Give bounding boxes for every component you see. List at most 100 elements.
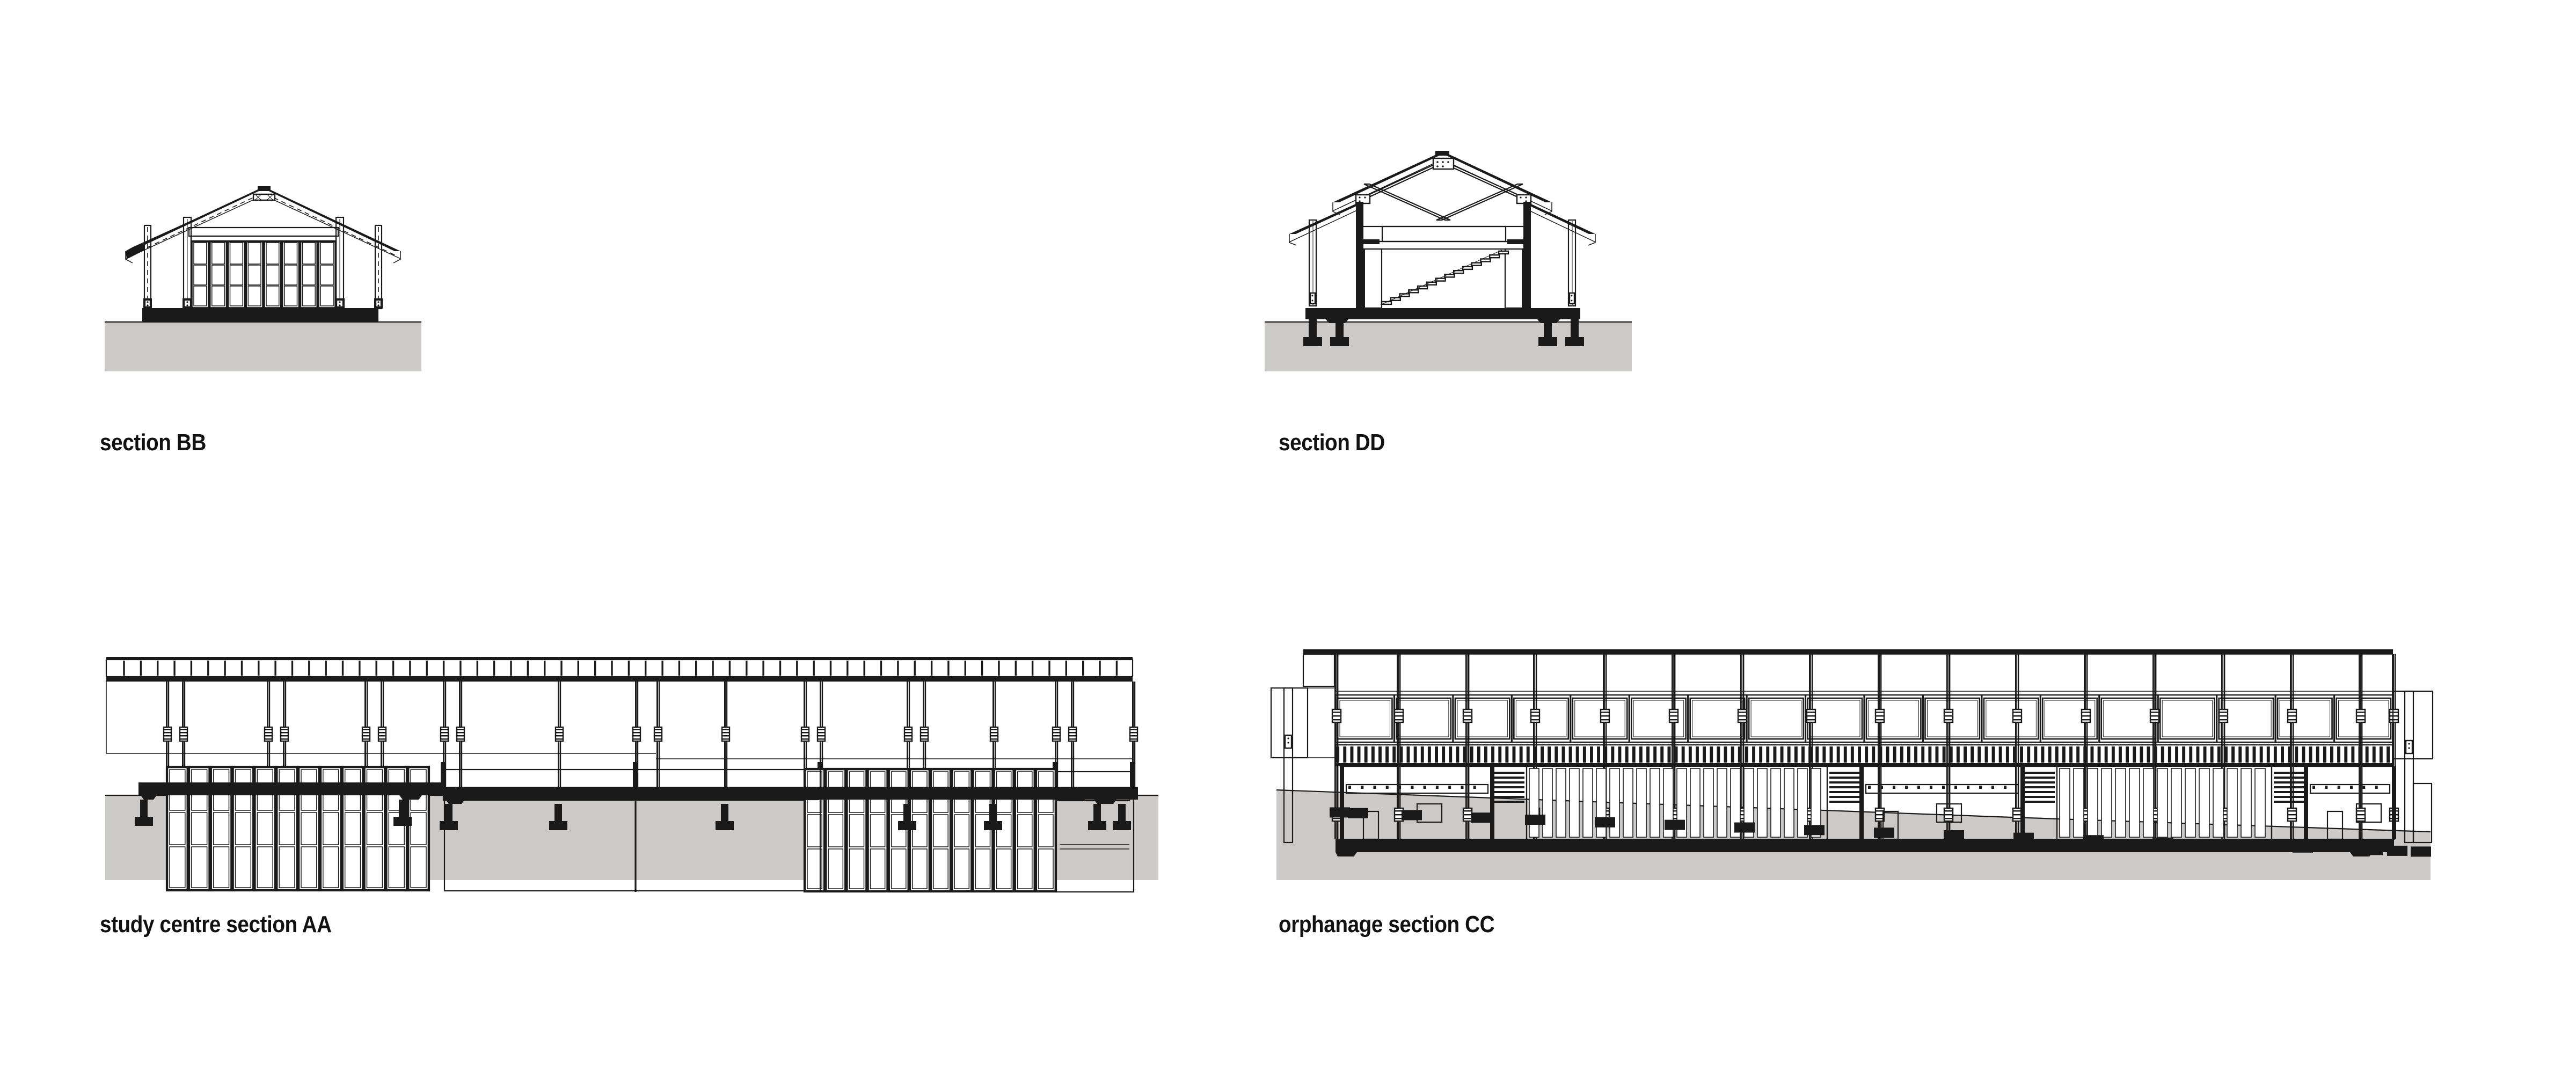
joist-tick (1590, 746, 1593, 763)
stilt (554, 804, 562, 825)
splice-bolt (2390, 712, 2398, 713)
glazing-pane (235, 812, 252, 845)
clerestory-pane (1513, 697, 1570, 740)
section-dd-drawing (1265, 151, 1632, 371)
glazing-pane (912, 848, 928, 889)
splice-bolt (2357, 712, 2365, 713)
splice-bolt (265, 735, 272, 737)
column-core (1398, 654, 1399, 839)
pad-footing (1734, 822, 1755, 833)
rafter-tick (914, 661, 916, 676)
rafter-tick (157, 661, 159, 676)
column-core (2016, 654, 2018, 839)
ceiling-dot (1373, 786, 1376, 789)
splice-bolt (1464, 810, 1471, 812)
splice-plate (264, 726, 273, 742)
splice-plate (554, 726, 564, 742)
upper-storey (106, 682, 1133, 759)
stair-tread (1489, 254, 1500, 259)
louvre-blade (1494, 801, 1524, 803)
splice-bolt (1807, 715, 1815, 717)
clerestory-pane (2100, 697, 2157, 740)
screen-slat (2143, 768, 2154, 838)
joist-tick (1977, 746, 1981, 763)
glazing-pane (828, 848, 844, 889)
glazing-pane (279, 812, 295, 845)
pad-footing (2083, 835, 2104, 846)
glazing-pane (807, 848, 822, 889)
glazing-pane (849, 814, 865, 847)
caption-section-dd: section DD (1279, 429, 1385, 456)
rafter-tick (964, 661, 966, 676)
glazing-pane (891, 814, 907, 847)
screen-slat (2185, 768, 2196, 838)
splice-bolt (164, 735, 171, 737)
lower-roof-left (1289, 203, 1363, 234)
glazing-pane (284, 242, 298, 265)
splice-bolt (379, 729, 385, 730)
clerestory-pane (2159, 697, 2215, 740)
joist-tick (2189, 746, 2193, 763)
joist-tick (1949, 746, 1953, 763)
glazing-pane (213, 846, 230, 888)
louvre-blade (2025, 777, 2055, 779)
pad-footing (1088, 821, 1106, 830)
joist-tick (2266, 746, 2270, 763)
splice-bolt (2082, 719, 2090, 721)
splice-bolt (1670, 712, 1677, 713)
joist-tick (2147, 746, 2150, 763)
louvre-blade (2274, 801, 2304, 803)
splice-bolt (802, 732, 808, 734)
splice-bolt (441, 738, 448, 740)
stair-tread (1444, 274, 1455, 278)
joist-tick (2358, 746, 2362, 763)
splice-bolt (633, 732, 640, 734)
joist-tick (2133, 746, 2136, 763)
joist-tick (1625, 746, 1629, 763)
rafter-dashed-left (131, 193, 263, 255)
column-line (1740, 654, 1742, 839)
roof-fascia-left (125, 251, 133, 263)
stair-tread (1471, 262, 1482, 266)
splice-plate (653, 726, 663, 742)
joist-tick (1442, 746, 1446, 763)
screen-slat (1743, 768, 1754, 838)
glazing-pane (302, 285, 316, 306)
section-aa-drawing (105, 657, 1158, 893)
louvre-blade (2274, 777, 2304, 779)
ridge-plate (258, 186, 271, 191)
louvre-blade (2025, 781, 2055, 784)
screen-slat (1569, 768, 1580, 838)
clerestory-mullion (2216, 695, 2218, 742)
glazing-pane (284, 285, 298, 306)
louvre-blade (1829, 796, 1859, 798)
stilt (721, 804, 728, 825)
clerestory-pane (1572, 697, 1628, 740)
splice-bolt (1069, 729, 1076, 730)
column-line (2086, 654, 2088, 839)
mullion (317, 241, 319, 309)
right-outrigger (2392, 690, 2434, 844)
splice-bolt (2013, 712, 2021, 713)
splice-bolt (1069, 735, 1076, 737)
ground-fill (105, 322, 421, 371)
column-core (2291, 654, 2293, 839)
splice-bolt (1945, 719, 1952, 721)
footing-grid (135, 800, 1131, 830)
column-line (1468, 654, 1470, 839)
splice-bolt (556, 738, 563, 740)
joist-tick (1456, 746, 1460, 763)
splice-bolt (2288, 715, 2296, 717)
screen-slat (1797, 768, 1808, 838)
splice-bolt (1053, 735, 1060, 737)
splice-bolt (1945, 814, 1952, 816)
rafter-tick (998, 661, 1000, 676)
clerestory-inner (1926, 700, 1978, 737)
column-core (1604, 654, 1606, 839)
rafter-tick (459, 661, 462, 676)
splice-bolt (905, 729, 911, 730)
rafter-band (105, 658, 1134, 678)
rafter-tick (544, 661, 546, 676)
joist-tick (2020, 746, 2023, 763)
clerestory-inner (2044, 700, 2096, 737)
